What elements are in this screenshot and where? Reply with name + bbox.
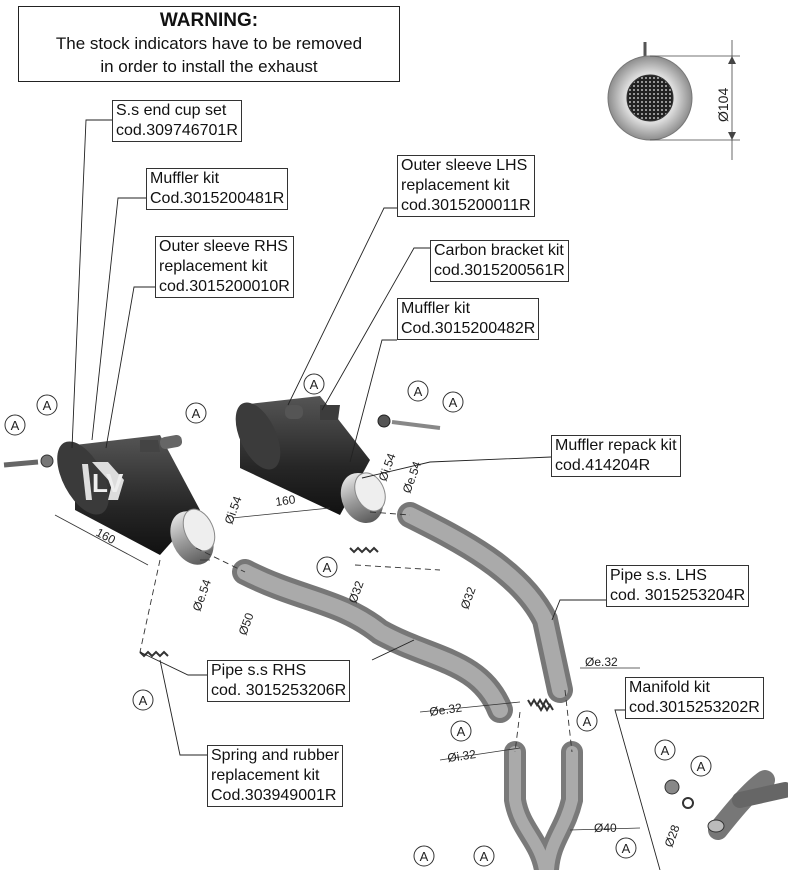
callout-a-11 (654, 739, 676, 761)
dashed-lines (139, 511, 573, 753)
callout-letters: A A A A A A A A A A A A A A A (11, 377, 706, 864)
svg-text:A: A (583, 714, 592, 729)
dim-d40: Ø40 (594, 821, 617, 835)
svg-text:A: A (192, 406, 201, 421)
leader-lines (71, 119, 661, 870)
dim-de32-right: Øe.32 (585, 655, 618, 669)
right-muffler (235, 396, 441, 524)
svg-text:A: A (697, 759, 706, 774)
label-manifold: Manifold kit cod.3015253202R (625, 677, 764, 719)
svg-text:A: A (43, 398, 52, 413)
svg-text:A: A (457, 724, 466, 739)
callout-a-6 (442, 391, 464, 413)
warning-box: WARNING: The stock indicators have to be… (18, 6, 400, 82)
warning-line-1: The stock indicators have to be removed (55, 34, 363, 53)
svg-text:A: A (310, 377, 319, 392)
label-pipe-rhs: Pipe s.s RHS cod. 3015253206R (207, 660, 351, 702)
dim-di54-left: Øi.54 (222, 494, 245, 526)
callout-a-1 (4, 414, 26, 436)
dim-d32-a: Ø32 (346, 579, 367, 605)
lv-logo: LV (92, 468, 124, 498)
svg-text:A: A (449, 395, 458, 410)
callout-a-3 (185, 402, 207, 424)
svg-text:A: A (661, 743, 670, 758)
svg-text:A: A (414, 384, 423, 399)
warning-line-2: in order to install the exhaust (100, 57, 318, 76)
label-spring: Spring and rubber replacement kit Cod.30… (207, 745, 344, 807)
label-repack: Muffler repack kit cod.414204R (551, 435, 681, 477)
label-carbon-bracket: Carbon bracket kit cod.3015200561R (430, 240, 569, 282)
svg-text:A: A (622, 841, 631, 856)
callout-a-12 (690, 755, 712, 777)
label-end-cup: S.s end cup set cod.309746701R (112, 100, 242, 142)
label-sleeve-lhs: Outer sleeve LHS replacement kit cod.301… (397, 155, 535, 217)
dim-de54-left: Øe.54 (190, 577, 214, 613)
dimension-lines (54, 507, 641, 831)
springs (139, 546, 725, 833)
callout-a-14 (413, 845, 435, 867)
dim-len-right: 160 (274, 492, 296, 509)
dim-di54-right: Øi.54 (376, 451, 399, 483)
callout-a-10 (576, 710, 598, 732)
svg-text:A: A (420, 849, 429, 864)
callout-bubbles (4, 373, 712, 867)
svg-text:A: A (139, 693, 148, 708)
callout-a-9 (450, 720, 472, 742)
dim-di32: Øi.32 (446, 747, 477, 765)
label-muffler-kit-2: Muffler kit Cod.3015200482R (397, 298, 540, 340)
label-muffler-kit-1: Muffler kit Cod.3015200481R (146, 168, 289, 210)
dim-d50: Ø50 (236, 611, 257, 637)
dim-d28: Ø28 (662, 823, 683, 849)
callout-a-7 (316, 556, 338, 578)
dim-de32-left: Øe.32 (428, 701, 463, 719)
svg-text:A: A (480, 849, 489, 864)
callout-a-13 (615, 837, 637, 859)
callout-a-15 (473, 845, 495, 867)
end-cup-view (607, 40, 740, 160)
svg-text:A: A (11, 418, 20, 433)
callout-a-2 (36, 394, 58, 416)
callout-a-4 (303, 373, 325, 395)
label-sleeve-rhs: Outer sleeve RHS replacement kit cod.301… (155, 236, 294, 298)
pipes (232, 502, 788, 870)
label-pipe-lhs: Pipe s.s. LHS cod. 3015253204R (606, 565, 750, 607)
diameter-104-label: Ø104 (715, 88, 731, 122)
left-muffler (3, 434, 216, 565)
svg-text:A: A (323, 560, 332, 575)
warning-title: WARNING: (159, 10, 259, 31)
dim-de54-right: Øe.54 (400, 459, 424, 495)
callout-a-5 (407, 380, 429, 402)
callout-a-8 (132, 689, 154, 711)
dim-d32-b: Ø32 (458, 585, 479, 611)
